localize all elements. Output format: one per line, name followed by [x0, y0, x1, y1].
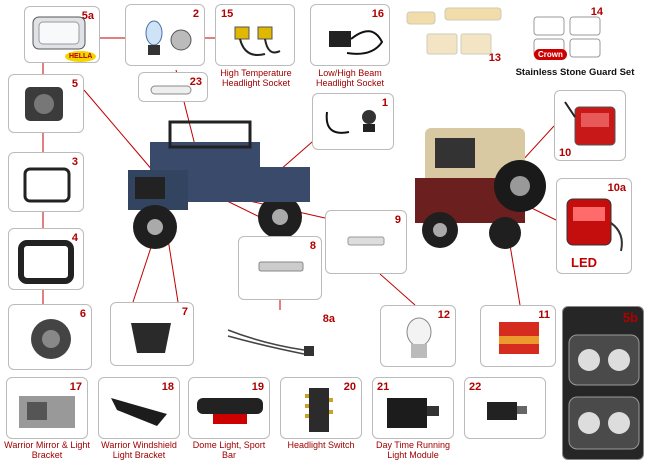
part-number: 5b — [622, 310, 638, 325]
windshield-bracket-icon — [111, 398, 167, 426]
dimmer-switch-icon — [487, 402, 527, 420]
part-21-card[interactable]: 21 — [372, 377, 454, 439]
part-13-card[interactable]: 13 — [405, 4, 509, 66]
part-10-card[interactable]: 10 — [554, 90, 626, 161]
sealed-beam-headlight-icon — [32, 16, 86, 50]
part-number: 18 — [161, 381, 174, 393]
part-9-card[interactable]: 9 — [325, 210, 407, 274]
part-number: 2 — [192, 8, 199, 20]
part-17-card[interactable]: 17 — [6, 377, 88, 439]
part-number: 12 — [437, 309, 450, 321]
headlight-housing-icon — [25, 87, 63, 121]
jeep-wrangler-front-image — [128, 120, 310, 249]
part-11-card[interactable]: 11 — [480, 305, 556, 367]
part-number: 8a — [322, 313, 335, 325]
part-number: 9 — [394, 214, 401, 226]
part-22-card[interactable]: 22 — [464, 377, 546, 439]
part-number: 23 — [189, 76, 202, 88]
part-number: 20 — [343, 381, 356, 393]
incandescent-bulb-icon — [406, 317, 432, 358]
part-18-card[interactable]: 18 — [98, 377, 180, 439]
dome-light-icon — [197, 398, 263, 424]
part-16-caption: Low/High Beam Headlight Socket — [315, 68, 385, 88]
part-14-card[interactable]: 14 Crown — [528, 3, 608, 65]
headlight-retaining-ring-icon — [23, 167, 71, 203]
part-number: 15 — [221, 8, 234, 20]
headlight-switch-icon — [305, 388, 333, 432]
part-number: 1 — [381, 97, 388, 109]
part-5a-card[interactable]: 5a HELLA — [24, 6, 100, 63]
part-8a-card[interactable]: 8a — [216, 310, 340, 364]
tail-light-icon — [564, 101, 616, 146]
part-20-caption: Headlight Switch — [287, 440, 355, 450]
part-20-card[interactable]: 20 — [280, 377, 362, 439]
part-1-card[interactable]: 1 — [312, 93, 394, 150]
part-number: 3 — [71, 156, 78, 168]
headlight-socket-icon — [234, 26, 281, 56]
part-number: 4 — [71, 232, 78, 244]
part-number: 16 — [371, 8, 384, 20]
part-number: 10 — [559, 147, 572, 159]
part-16-card[interactable]: 16 — [310, 4, 390, 66]
part-7-card[interactable]: 7 — [110, 302, 194, 366]
headlight-bezel-icon — [18, 240, 74, 284]
drl-module-icon — [387, 398, 439, 428]
mirror-bracket-icon — [19, 396, 75, 428]
part-17-caption: Warrior Mirror & Light Bracket — [4, 440, 90, 460]
wire-socket-icon — [325, 110, 376, 134]
parking-light-icon — [131, 323, 171, 353]
part-21-caption: Day Time Running Light Module — [375, 440, 451, 460]
part-number: 14 — [590, 6, 603, 18]
led-tail-light-icon — [566, 198, 623, 252]
festoon-bulb-icon — [150, 85, 192, 95]
part-number: 21 — [377, 381, 390, 393]
part-5b-card[interactable]: 5b — [562, 306, 644, 460]
side-marker-lens-icon — [347, 236, 385, 246]
part-15-caption: High Temperature Headlight Socket — [220, 68, 292, 88]
part-15-card[interactable]: 15 — [215, 4, 295, 66]
crown-logo: Crown — [534, 49, 567, 60]
marker-pigtail-wire-icon — [227, 329, 314, 356]
jeep-wrangler-rear-image — [415, 128, 546, 249]
part-2-card[interactable]: 2 — [125, 4, 205, 66]
part-number: 19 — [251, 381, 264, 393]
part-19-card[interactable]: 19 — [188, 377, 270, 439]
part-6-card[interactable]: 6 — [8, 304, 92, 370]
part-number: 7 — [181, 306, 188, 318]
part-18-caption: Warrior Windshield Light Bracket — [101, 440, 177, 460]
beam-socket-icon — [329, 30, 384, 55]
part-10a-card[interactable]: 10a LED — [556, 178, 632, 274]
part-4-card[interactable]: 4 — [8, 228, 84, 290]
part-number: 17 — [69, 381, 82, 393]
led-label: LED — [571, 255, 597, 270]
part-23-card[interactable]: 23 — [138, 72, 208, 102]
hella-logo: HELLA — [65, 51, 97, 62]
part-number: 10a — [607, 182, 626, 194]
part-number: 22 — [469, 381, 482, 393]
headlight-mounting-bucket-icon — [31, 319, 71, 359]
part-number: 5a — [81, 10, 94, 22]
led-headlight-icon — [568, 334, 640, 450]
stone-guard-icon — [533, 16, 601, 58]
part-19-caption: Dome Light, Sport Bar — [192, 440, 266, 460]
side-marker-light-icon — [258, 261, 304, 272]
part-3-card[interactable]: 3 — [8, 152, 84, 212]
parking-lens-icon — [406, 7, 502, 55]
part-12-card[interactable]: 12 — [380, 305, 456, 367]
part-8-card[interactable]: 8 — [238, 236, 322, 300]
tail-light-lens-icon — [499, 322, 539, 354]
halogen-bulb-icon — [145, 20, 192, 55]
part-number: 6 — [79, 308, 86, 320]
part-number: 11 — [538, 309, 550, 321]
part-5-card[interactable]: 5 — [8, 74, 84, 133]
part-number: 13 — [488, 52, 501, 64]
part-14-caption: Stainless Stone Guard Set — [515, 67, 635, 78]
part-number: 8 — [309, 240, 316, 252]
part-number: 5 — [71, 78, 78, 90]
